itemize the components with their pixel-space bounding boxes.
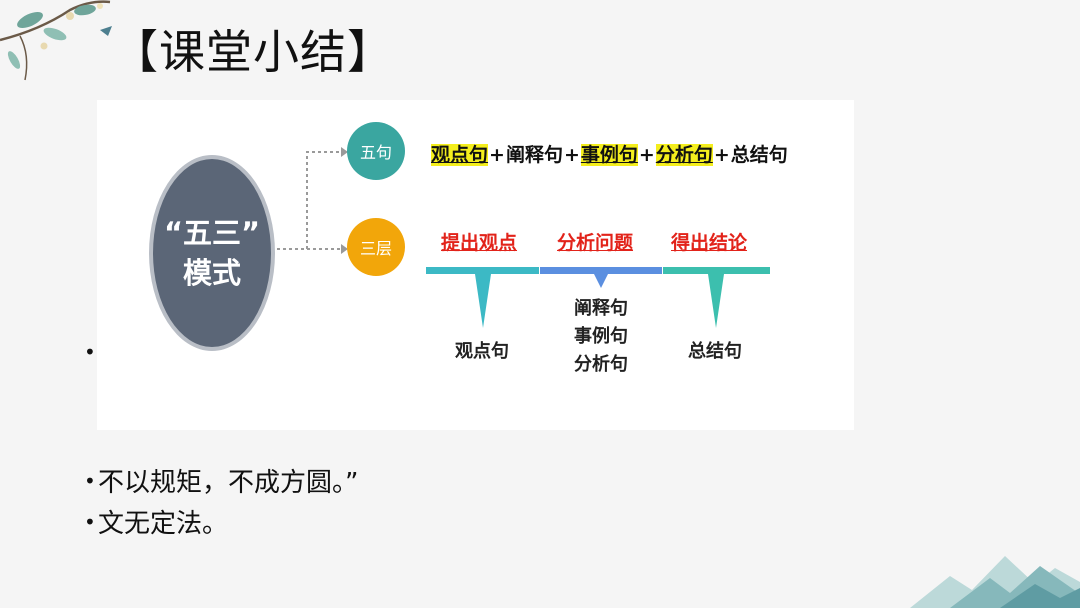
bullet-marker: • <box>84 340 96 364</box>
formula-item: 总结句 <box>730 144 788 166</box>
pointer-analyze <box>594 274 608 288</box>
sentence-item: 分析句 <box>574 354 628 375</box>
connector-lines <box>271 147 348 254</box>
mountain-decoration-icon <box>910 556 1080 608</box>
three-layers-node: 三层 <box>347 218 405 276</box>
sentence-item: 阐释句 <box>574 298 628 319</box>
layer-sentence-conclude: 总结句 <box>688 341 742 362</box>
formula-item: 观点句 <box>431 144 489 166</box>
model-word-label: 模式 <box>182 256 241 290</box>
formula-plus: + <box>489 144 505 166</box>
branch-decoration-icon <box>0 0 112 81</box>
bullet-text: 不以规矩，不成方圆。” <box>98 468 359 498</box>
formula-item: 阐释句 <box>505 144 563 166</box>
layer-sentence-propose: 观点句 <box>455 341 509 362</box>
bullet-item: •文无定法。 <box>84 503 228 540</box>
wusan-model-oval: “五三” 模式 <box>149 155 275 351</box>
formula-plus: + <box>638 144 655 166</box>
formula-item: 分析句 <box>655 144 713 166</box>
diagram-panel: “五三” 模式 五句 三层 观点句+阐释句+事例句+分析句+总结句 提出观点 分… <box>97 100 854 430</box>
layer-title-conclude: 得出结论 <box>671 232 748 254</box>
five-sentences-node: 五句 <box>347 122 405 180</box>
page-title: 【课堂小结】 <box>112 25 394 79</box>
layer-title-propose: 提出观点 <box>441 232 518 254</box>
bullet-item: •不以规矩，不成方圆。” <box>84 462 358 499</box>
layer-sentences-analyze: 阐释句 事例句 分析句 <box>571 295 631 379</box>
layer-bar-analyze <box>540 267 662 274</box>
layer-title-analyze: 分析问题 <box>557 232 634 254</box>
bullet-text: 文无定法。 <box>98 509 229 539</box>
formula-item: 事例句 <box>580 144 638 166</box>
pointer-propose <box>475 274 491 328</box>
model-quote-label: “五三” <box>163 216 261 250</box>
bullet-marker: • <box>84 510 96 534</box>
sentence-item: 事例句 <box>574 326 628 347</box>
five-sentence-formula: 观点句+阐释句+事例句+分析句+总结句 <box>431 140 788 167</box>
layer-bar-conclude <box>663 267 770 274</box>
formula-plus: + <box>713 144 730 166</box>
bullet-marker: • <box>84 469 96 493</box>
formula-plus: + <box>563 144 580 166</box>
pointer-conclude <box>708 274 724 328</box>
layer-bar-propose <box>426 267 539 274</box>
